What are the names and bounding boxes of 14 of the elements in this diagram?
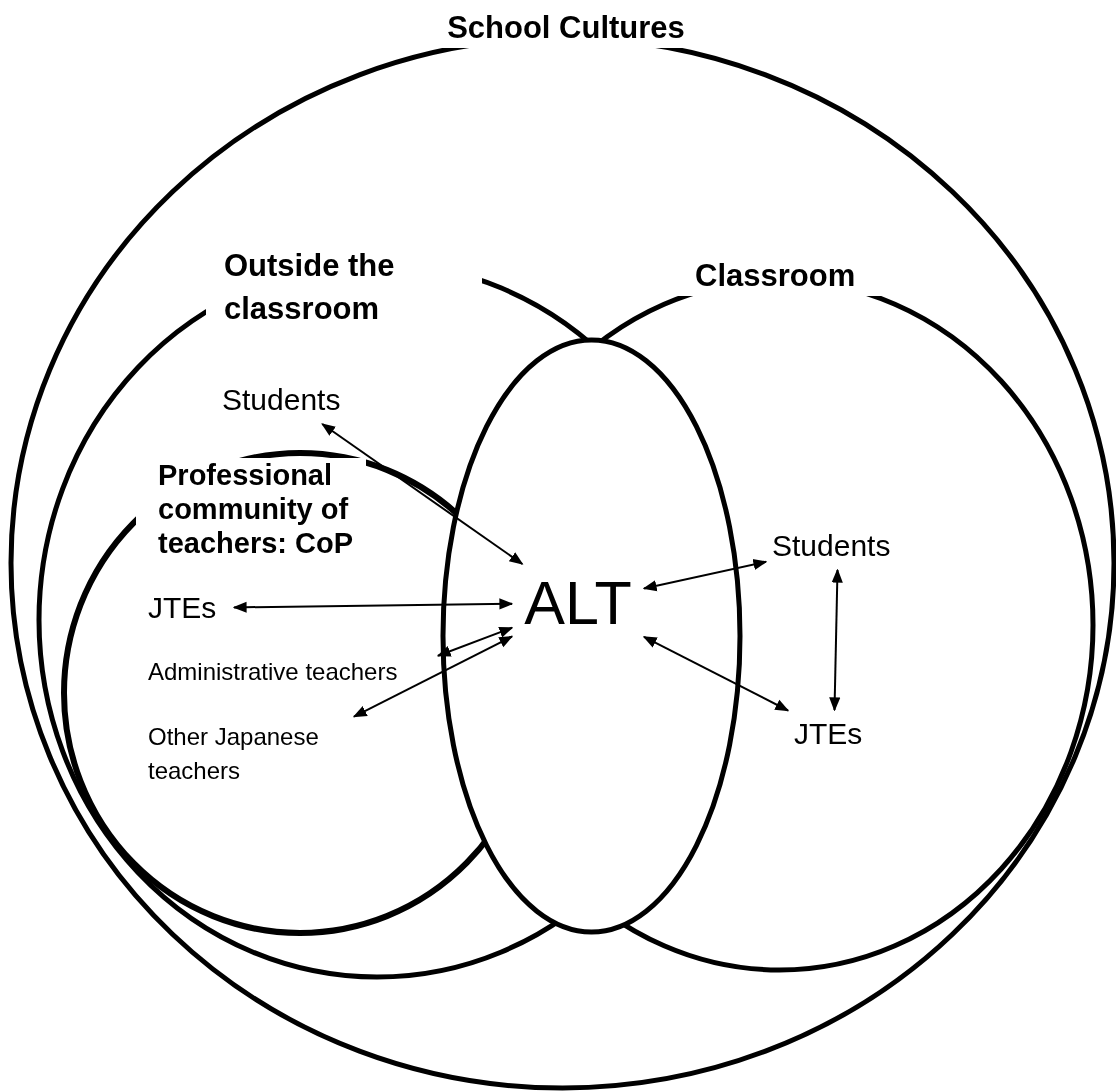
center-label: ALT [523,570,633,636]
node-label: JTEs [794,716,874,752]
double-arrow [642,559,768,592]
double-arrow [829,568,843,712]
node-label: JTEs [148,590,228,626]
double-arrow [642,635,790,712]
node-label: Students [772,528,904,564]
double-arrow [321,423,524,565]
double-arrow [232,598,514,613]
node-label: Students [222,382,354,418]
node-label: Administrative teachers [148,658,432,690]
double-arrow [352,635,514,718]
node-label: Other Japanese teachers [148,720,348,788]
double-arrow [436,626,514,657]
